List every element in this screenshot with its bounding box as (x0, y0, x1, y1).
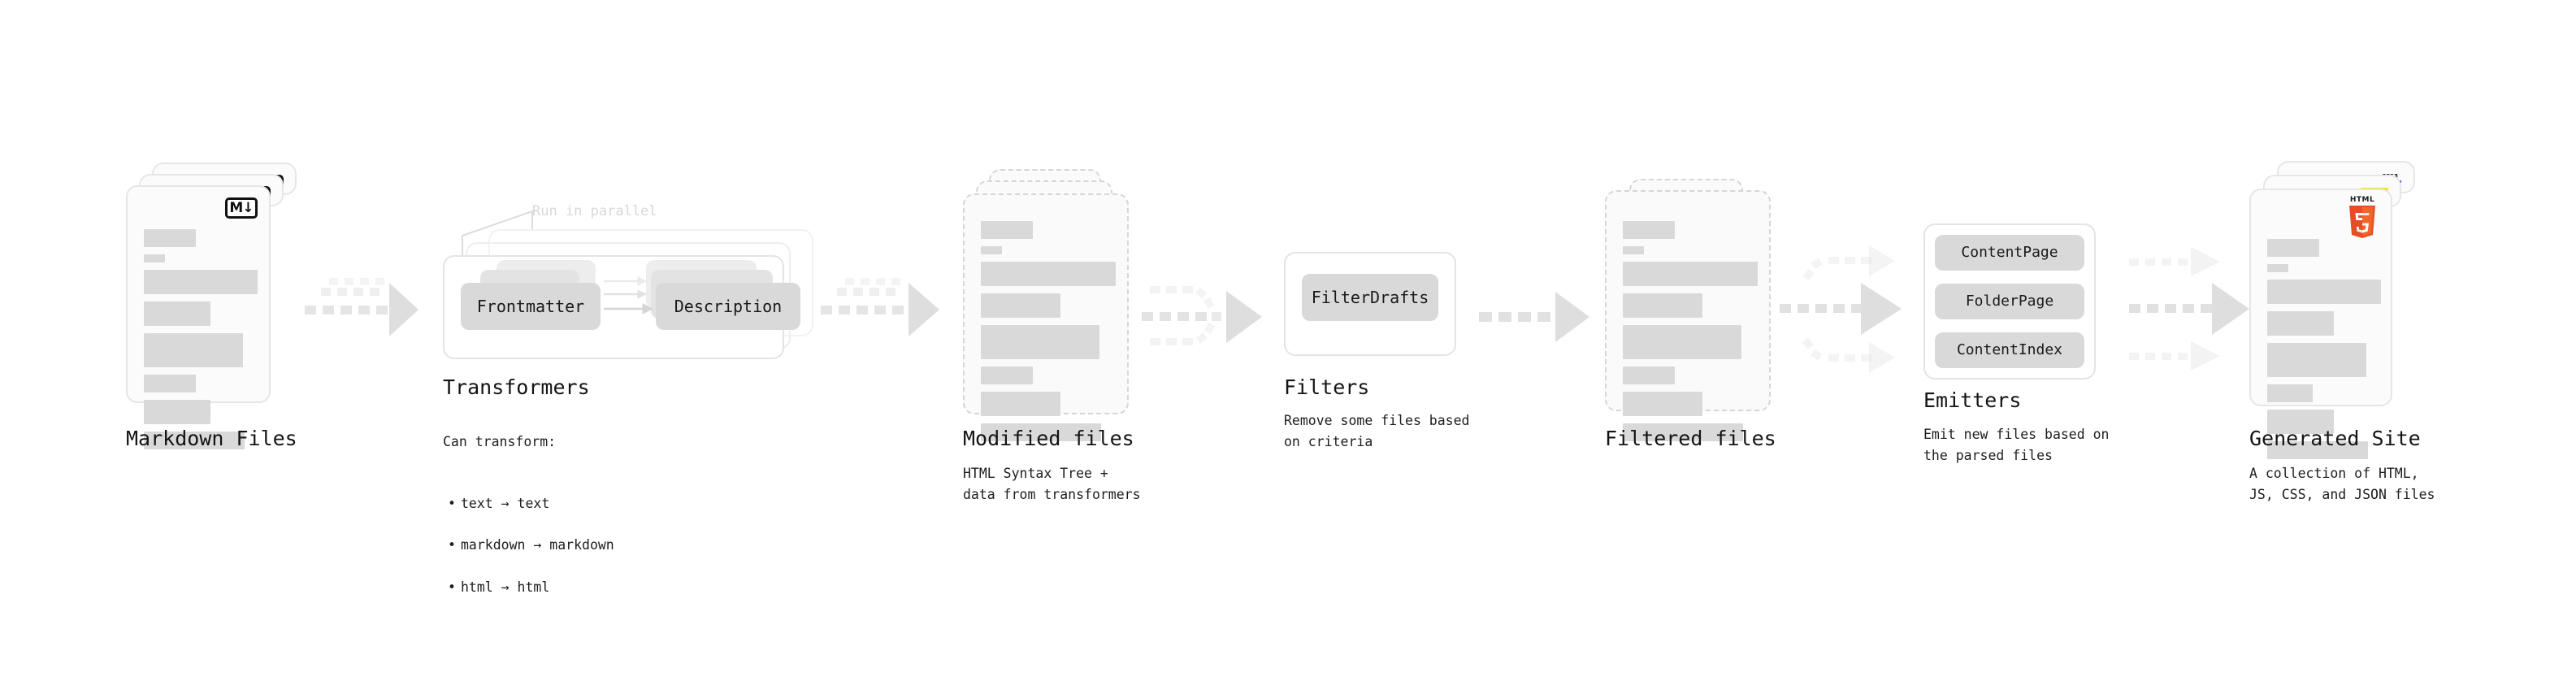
arrow-transformers-to-modified (821, 278, 939, 336)
stage-transformers: Run in parallel Frontmatter Description (443, 203, 825, 359)
document-content-bars (1623, 221, 1758, 449)
emitter-chip-label: FolderPage (1965, 293, 2054, 310)
arrow-modified-to-filters (1142, 286, 1262, 345)
page-title-transformers: Transformers (443, 375, 590, 399)
transformer-chip-description[interactable]: Description (656, 283, 800, 330)
stage-emitters: ContentPage FolderPage ContentIndex (1923, 223, 2110, 386)
page-title-emitters: Emitters (1923, 388, 2022, 412)
page-title-generated-site: Generated Site (2249, 427, 2421, 450)
emitter-chip-contentindex[interactable]: ContentIndex (1935, 332, 2084, 368)
page-title-markdown-files: Markdown Files (126, 427, 297, 450)
document-content-bars (981, 221, 1116, 449)
transformer-chip-label: Description (674, 297, 783, 316)
stage-filters: FilterDrafts (1284, 252, 1463, 358)
modified-file-stack (963, 169, 1134, 441)
document-content-bars (2267, 239, 2381, 466)
generated-card-front-html: HTML (2249, 189, 2392, 459)
caption-text: Can transform: (443, 433, 557, 449)
caption-emitters: Emit new files based on the parsed files (1923, 427, 2110, 463)
markdown-icon-label: M↓ (229, 199, 254, 216)
document-content-bars (144, 229, 258, 457)
html5-icon: HTML (2345, 196, 2379, 238)
emitter-chip-contentpage[interactable]: ContentPage (1935, 235, 2084, 271)
arrow-markdown-to-transformers (305, 278, 418, 336)
markdown-file-stack: M↓ M↓ M↓ (126, 163, 297, 449)
arrow-filters-to-filtered (1479, 292, 1589, 342)
modified-card-front (963, 193, 1129, 441)
stage-generated-site: CSS3 HTML (2249, 161, 2436, 459)
caption-filters: Remove some files based on criteria (1284, 413, 1470, 449)
filter-chip-label: FilterDrafts (1311, 288, 1429, 307)
arrow-filtered-to-emitters (1780, 245, 1902, 373)
transformer-internal-arrows (604, 276, 654, 314)
annotation-run-in-parallel: Run in parallel (532, 203, 657, 219)
list-item: html → html (443, 577, 614, 598)
filter-chip-filterdrafts[interactable]: FilterDrafts (1302, 274, 1438, 321)
caption-modified-files: HTML Syntax Tree + data from transformer… (963, 466, 1141, 502)
transformer-chip-label: Frontmatter (476, 297, 585, 316)
stage-filtered-files (1605, 179, 1776, 441)
stage-modified-files (963, 169, 1134, 441)
page-title-filters: Filters (1284, 375, 1370, 399)
emitter-chip-label: ContentIndex (1956, 341, 2063, 358)
filtered-file-stack (1605, 179, 1776, 441)
run-in-parallel-bracket (462, 210, 533, 257)
emitter-chip-label: ContentPage (1961, 244, 2058, 261)
caption-generated-site: A collection of HTML, JS, CSS, and JSON … (2249, 466, 2435, 502)
transformers-bullet-list: text → text markdown → markdown html → h… (443, 473, 614, 618)
generated-site-stack: CSS3 HTML (2249, 161, 2436, 459)
caption-transformers: Can transform: text → text markdown → ma… (443, 410, 614, 639)
page-title-modified-files: Modified files (963, 427, 1134, 450)
transformer-chip-frontmatter[interactable]: Frontmatter (461, 283, 601, 330)
html5-icon-label: HTML (2349, 196, 2375, 204)
page-title-filtered-files: Filtered files (1605, 427, 1776, 450)
html5-icon-shield (2348, 206, 2377, 238)
stage-markdown-files: M↓ M↓ M↓ (126, 163, 297, 449)
filtered-card-front (1605, 190, 1771, 441)
markdown-card-front: M↓ (126, 185, 271, 449)
list-item: markdown → markdown (443, 535, 614, 556)
markdown-icon: M↓ (225, 197, 258, 219)
emitter-chip-folderpage[interactable]: FolderPage (1935, 284, 2084, 319)
list-item: text → text (443, 493, 614, 514)
arrow-emitters-to-site (2129, 247, 2249, 371)
